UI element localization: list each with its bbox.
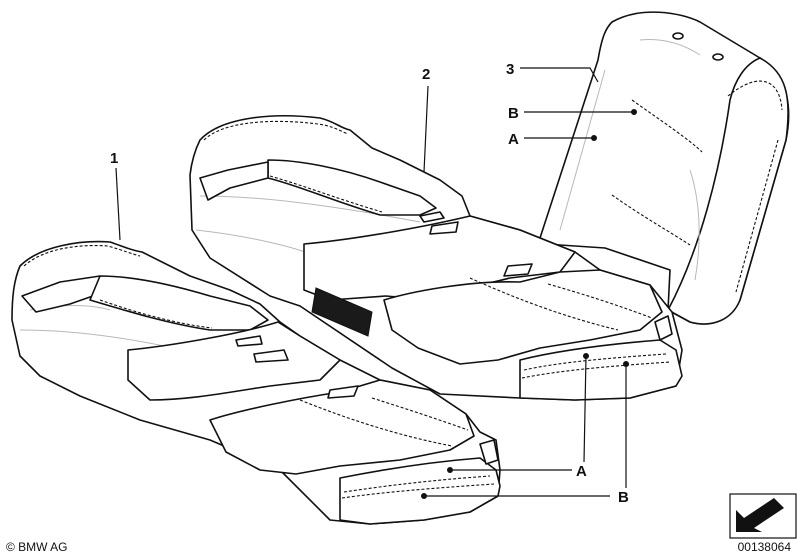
callout-part-1: 1 (110, 150, 118, 167)
callout-a-top: A (508, 131, 519, 148)
callout-part-2: 2 (422, 66, 430, 83)
rear-bench-cover (189, 115, 683, 401)
front-bench-cover (11, 240, 501, 525)
callout-part-3: 3 (506, 61, 514, 78)
callout-b-top: B (508, 105, 519, 122)
direction-arrow-icon (729, 493, 797, 539)
catalog-number: 00138064 (737, 540, 791, 554)
callout-leaders (115, 67, 637, 499)
backrest-cover (539, 11, 790, 325)
callout-a-bottom: A (576, 463, 587, 480)
callout-b-bottom: B (618, 489, 629, 506)
copyright-label: © BMW AG (6, 540, 68, 554)
